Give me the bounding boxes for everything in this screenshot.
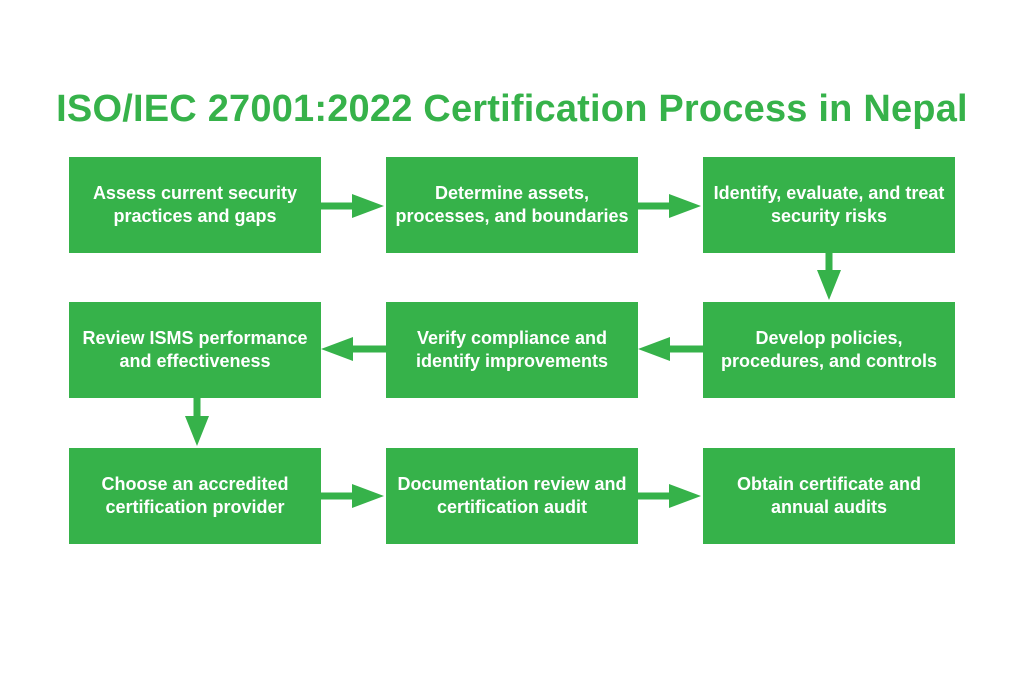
step-assess-gaps: Assess current security practices and ga… [69, 157, 321, 253]
step-determine-scope: Determine assets, processes, and boundar… [386, 157, 638, 253]
step-label: Determine assets, processes, and boundar… [395, 183, 629, 226]
step-choose-provider: Choose an accredited certification provi… [69, 448, 321, 544]
arrow-down-icon [185, 398, 209, 446]
step-label: Verify compliance and identify improveme… [415, 328, 609, 371]
arrow-right-icon [321, 484, 384, 508]
step-review-isms: Review ISMS performance and effectivenes… [69, 302, 321, 398]
step-label: Identify, evaluate, and treat security r… [713, 183, 945, 226]
arrow-down-icon [817, 253, 841, 300]
step-label: Obtain certificate and annual audits [736, 474, 922, 517]
step-risk-treatment: Identify, evaluate, and treat security r… [703, 157, 955, 253]
step-label: Review ISMS performance and effectivenes… [82, 328, 308, 371]
arrow-left-icon [321, 337, 386, 361]
step-obtain-certificate: Obtain certificate and annual audits [703, 448, 955, 544]
arrow-right-icon [638, 484, 701, 508]
step-label: Assess current security practices and ga… [92, 183, 298, 226]
arrow-left-icon [638, 337, 703, 361]
step-develop-policies: Develop policies, procedures, and contro… [703, 302, 955, 398]
step-label: Develop policies, procedures, and contro… [720, 328, 938, 371]
arrow-right-icon [638, 194, 701, 218]
step-label: Documentation review and certification a… [397, 474, 627, 517]
diagram-title: ISO/IEC 27001:2022 Certification Process… [56, 88, 968, 130]
step-verify-compliance: Verify compliance and identify improveme… [386, 302, 638, 398]
step-certification-audit: Documentation review and certification a… [386, 448, 638, 544]
arrow-right-icon [321, 194, 384, 218]
step-label: Choose an accredited certification provi… [101, 474, 289, 517]
